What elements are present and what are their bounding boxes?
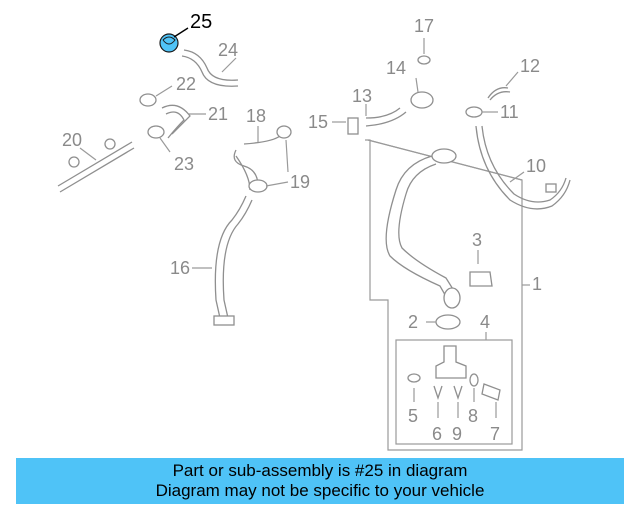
oring-8	[469, 373, 479, 402]
cap-14	[410, 77, 434, 109]
bracket-15	[332, 117, 359, 135]
callout-16: 16	[170, 258, 190, 278]
clamp-22	[139, 85, 173, 107]
callout-20: 20	[62, 130, 82, 150]
main-hose	[385, 148, 461, 309]
clip-12	[487, 71, 519, 101]
tee-fitting	[435, 345, 467, 379]
callout-5: 5	[408, 406, 418, 426]
callout-23: 23	[174, 154, 194, 174]
callout-8: 8	[468, 406, 478, 426]
hose-21	[161, 104, 206, 139]
clamp-3	[469, 250, 493, 287]
clamp-2	[426, 314, 461, 330]
callout-13: 13	[352, 86, 372, 106]
clip-6	[433, 385, 443, 418]
callout-25: 25	[190, 11, 212, 33]
callout-17: 17	[414, 16, 434, 36]
sensor-7	[481, 383, 501, 418]
callout-21: 21	[208, 104, 228, 124]
diagram-caption: Part or sub-assembly is #25 in diagram D…	[16, 458, 624, 504]
callout-11: 11	[500, 102, 519, 122]
callout-15: 15	[308, 112, 328, 132]
oring-17	[417, 38, 431, 65]
caption-line-1: Part or sub-assembly is #25 in diagram	[172, 461, 468, 480]
oring-5	[407, 373, 421, 402]
oring-11	[465, 106, 498, 118]
pipe-10	[475, 125, 571, 210]
hose-24	[181, 49, 239, 87]
pipe-16	[192, 195, 253, 326]
clamp-25	[159, 27, 189, 53]
callout-18: 18	[246, 106, 266, 126]
clamp-19	[248, 125, 292, 193]
clamp-23	[147, 125, 171, 153]
callout-6: 6	[432, 424, 442, 444]
hose-13	[365, 104, 407, 127]
callout-9: 9	[452, 424, 462, 444]
callout-24: 24	[218, 40, 238, 60]
subassembly-box-4	[395, 332, 513, 445]
pipe-20	[57, 138, 135, 193]
callout-2: 2	[408, 312, 418, 332]
callout-12: 12	[520, 56, 540, 76]
callout-7: 7	[490, 424, 500, 444]
callout-22: 22	[176, 74, 196, 94]
callout-3: 3	[472, 230, 482, 250]
callout-10: 10	[526, 156, 546, 176]
clip-9	[453, 385, 463, 418]
callout-4: 4	[480, 312, 490, 332]
callout-19: 19	[290, 172, 310, 192]
callout-labels: 25 24 22 21 23 20 18 19 16 17 14 13 15 1…	[62, 11, 546, 444]
callout-14: 14	[386, 58, 406, 78]
callout-1: 1	[532, 274, 542, 294]
caption-line-2: Diagram may not be specific to your vehi…	[155, 481, 485, 500]
